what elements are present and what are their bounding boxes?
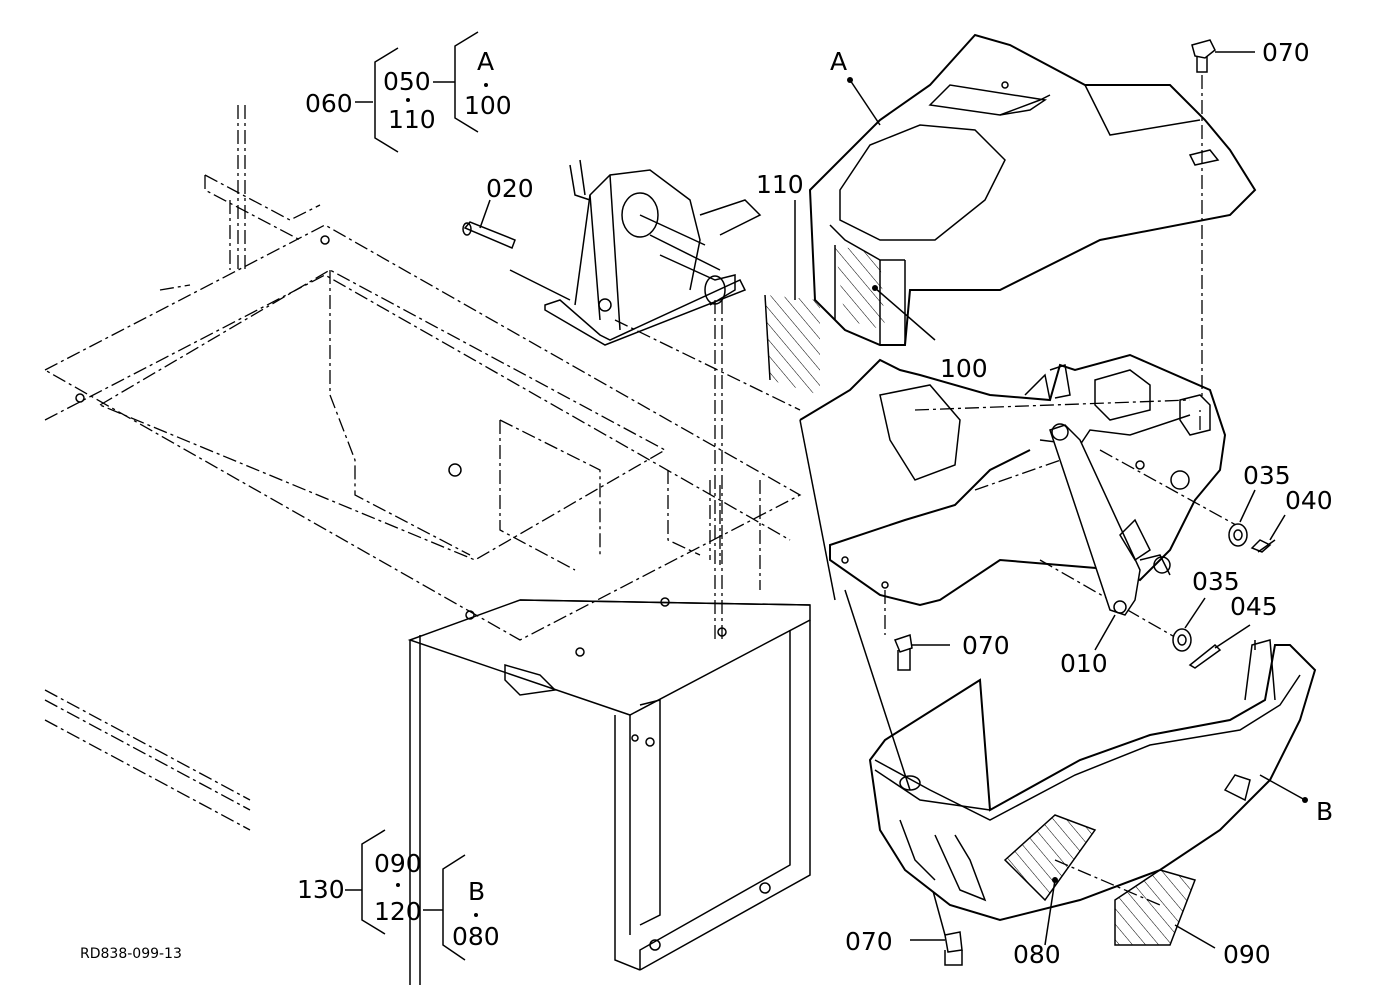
bolt-070-mid (884, 590, 950, 671)
pedal-bracket (509, 159, 801, 640)
label-B-group: B (468, 877, 485, 906)
lower-cover-b (868, 639, 1317, 922)
label-130: 130 (297, 875, 345, 904)
bolt-070-top (1191, 39, 1255, 400)
label-A: A (830, 47, 847, 76)
clip-045 (1188, 624, 1251, 669)
label-110: 110 (756, 170, 804, 199)
clip-040 (1250, 514, 1286, 553)
decal-110 (764, 200, 820, 395)
label-A-group: A (477, 47, 494, 76)
washer-035-bottom (1172, 597, 1206, 652)
drawing-id: RD838-099-13 (80, 946, 182, 962)
label-120: 120 (374, 897, 422, 926)
label-080: 080 (1013, 940, 1061, 969)
washer-035-top (1228, 489, 1256, 547)
label-090: 090 (1223, 940, 1271, 969)
label-035-top: 035 (1243, 461, 1291, 490)
label-100: 100 (940, 354, 988, 383)
label-B: B (1316, 797, 1333, 826)
label-070-top: 070 (1262, 38, 1310, 67)
label-040: 040 (1285, 486, 1333, 515)
label-110-group: 110 (388, 105, 436, 134)
label-050: 050 (383, 67, 431, 96)
support-bracket (799, 353, 1227, 641)
labels: 060 050 110 A 100 130 090 120 B 080 020 … (80, 38, 1333, 969)
label-070-bottom: 070 (845, 927, 893, 956)
base-plate (75, 235, 811, 985)
damper-010 (1049, 423, 1246, 651)
callout-group-top (355, 31, 488, 153)
leader-lines (799, 419, 1256, 791)
frame-outline (43, 105, 802, 831)
label-100-group: 100 (464, 91, 512, 120)
label-045: 045 (1230, 592, 1278, 621)
label-020: 020 (486, 174, 534, 203)
pin-020 (462, 199, 516, 249)
decal-090 (1114, 869, 1216, 949)
label-010: 010 (1060, 649, 1108, 678)
upper-cover-a (808, 33, 1257, 346)
label-035-bottom: 035 (1192, 567, 1240, 596)
label-080-group: 080 (452, 922, 500, 951)
label-060: 060 (305, 89, 353, 118)
label-090-group: 090 (374, 849, 422, 878)
callout-group-bottom (345, 829, 478, 961)
label-070-mid: 070 (962, 631, 1010, 660)
